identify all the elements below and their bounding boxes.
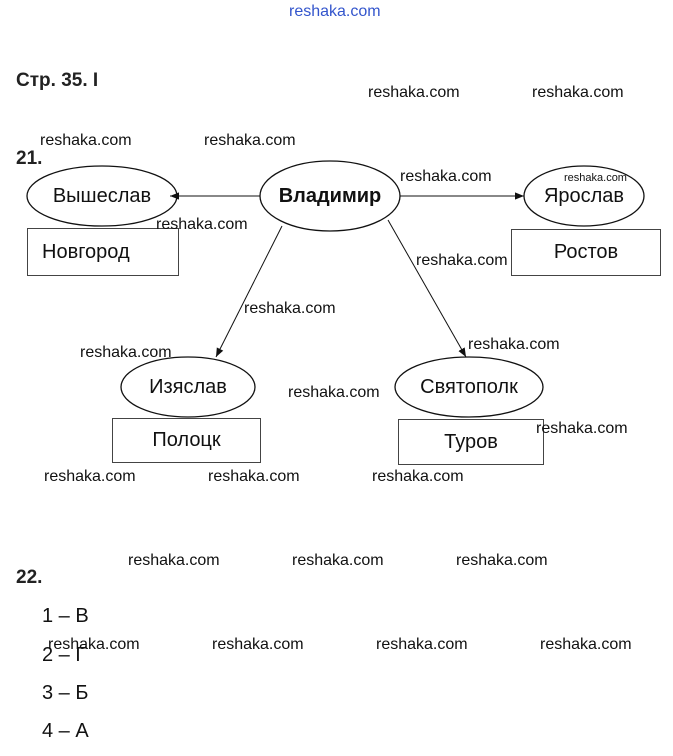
watermark: reshaka.com [416,252,508,269]
node-vladimir: Владимир [278,184,382,207]
watermark: reshaka.com [292,552,384,569]
watermark: reshaka.com [400,168,492,185]
watermark: reshaka.com [128,552,220,569]
watermark: reshaka.com [468,336,560,353]
watermark: reshaka.com [288,384,380,401]
answer-2: 2 – Г [42,644,87,666]
answer-1: 1 – В [42,605,89,627]
node-svyatopolk: Святополк [420,375,518,398]
task22-number: 22. [16,567,43,588]
arrow-to-svyatopolk [387,219,467,358]
watermark: reshaka.com [532,84,624,101]
watermark: reshaka.com [372,468,464,485]
node-vysheslav: Вышеслав [52,184,152,207]
watermark: reshaka.com [204,132,296,149]
watermark: reshaka.com [536,420,628,437]
watermark: reshaka.com [48,636,140,653]
answer-3: 3 – Б [42,682,89,704]
watermark: reshaka.com [80,344,172,361]
watermark: reshaka.com [564,172,627,184]
watermark: reshaka.com [212,636,304,653]
watermark: reshaka.com [208,468,300,485]
ellipse-svyatopolk [394,356,544,418]
watermark: reshaka.com [244,300,336,317]
city-box-polotsk: Полоцк [112,418,261,463]
watermark: reshaka.com [456,552,548,569]
arrow-to-izyaslav [215,225,283,358]
city-box-turov: Туров [398,419,544,465]
answer-4: 4 – А [42,720,89,742]
task21-number: 21. [16,148,43,169]
city-box-rostov: Ростов [511,229,661,276]
page-heading: Стр. 35. I [16,70,99,91]
ellipse-izyaslav [120,356,256,418]
watermark: reshaka.com [376,636,468,653]
node-yaroslav: Ярослав [543,184,625,207]
node-izyaslav: Изяслав [149,375,227,398]
city-box-novgorod: Новгород [27,228,179,276]
watermark: reshaka.com [368,84,460,101]
watermark: reshaka.com [44,468,136,485]
watermark-top: reshaka.com [289,3,381,20]
watermark: reshaka.com [540,636,632,653]
watermark: reshaka.com [156,216,248,233]
watermark: reshaka.com [40,132,132,149]
